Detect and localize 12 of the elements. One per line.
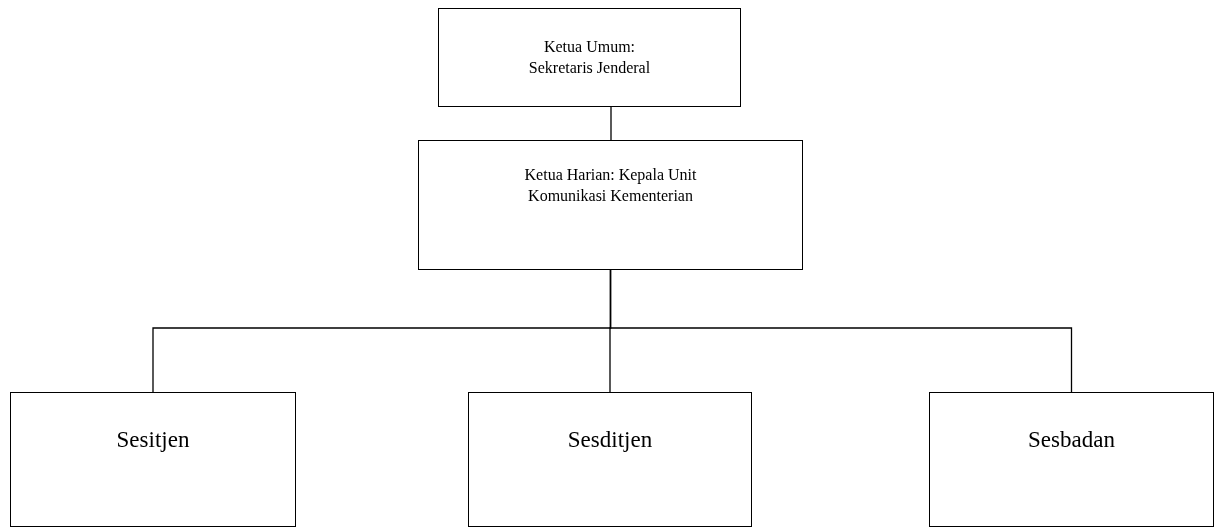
position-title: Ketua Umum: Sekretaris Jenderal	[527, 37, 652, 78]
connector-line	[610, 106, 612, 141]
position-title: Sesitjen	[116, 426, 190, 454]
org-box	[10, 392, 296, 527]
connector-line	[609, 269, 1073, 393]
position-title: Ketua Harian: Kepala Unit Komunikasi Kementerian	[523, 165, 698, 206]
org-box	[418, 140, 803, 270]
org-box	[929, 392, 1214, 527]
position-title: Sesditjen	[567, 426, 653, 454]
org-box	[438, 8, 741, 107]
org-box	[468, 392, 752, 527]
position-title: Sesbadan	[1028, 426, 1115, 454]
